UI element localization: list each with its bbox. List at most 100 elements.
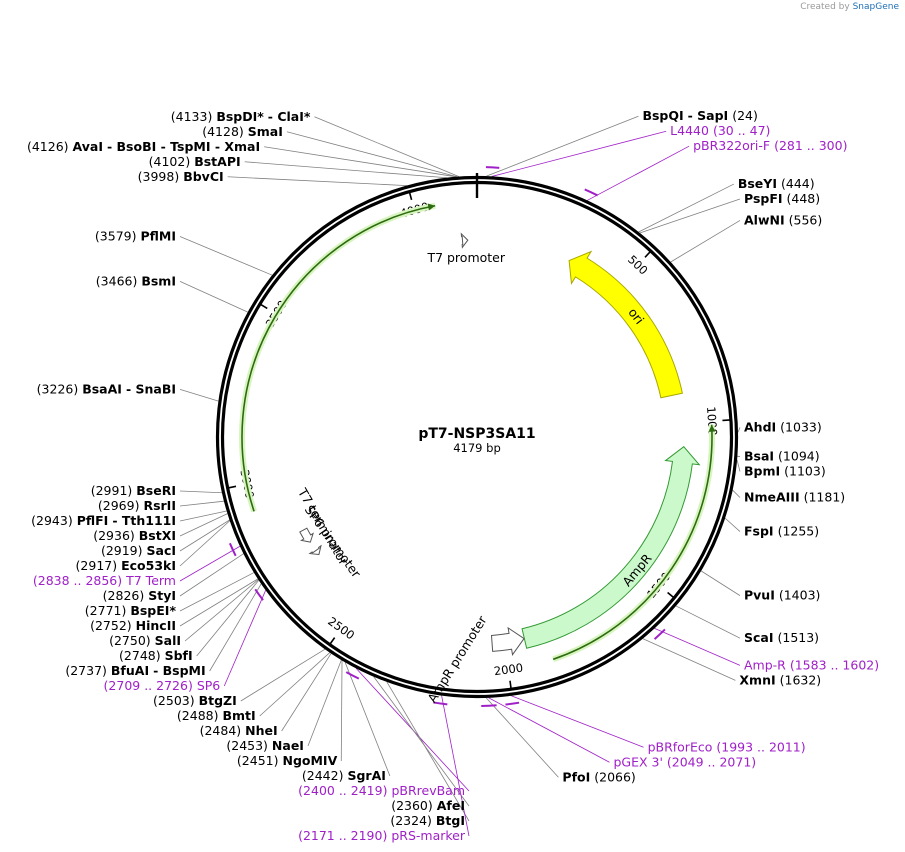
tick-mark-3500 [260,303,268,310]
site-label-name: BspEI* [130,603,176,618]
tick-label-2500: 2500 [325,614,357,642]
leader-t7-term [179,545,241,582]
feature-t7-terminator [299,527,314,543]
site-label-pos: (2442) [302,768,344,783]
leader-bsmi [179,280,248,313]
site-label-pos: (2826) [103,588,145,603]
leader-pfoi [485,697,559,778]
site-label-pos: (2936) [93,528,135,543]
primer-label-pbrforeco: pBRforEco (1993 .. 2011) [648,739,806,754]
site-label-pos: (1033) [780,419,822,434]
site-label-pfoi: PfoI (2066) [562,769,635,784]
site-label-pos: (2919) [101,543,143,558]
site-label-name: PvuI [744,588,775,603]
tick-label-2000: 2000 [493,660,524,678]
credit-prefix: Created by [800,2,850,12]
site-label-name: BsaAI [82,381,122,396]
primer-label-t7-term: (2838 .. 2856) T7 Term [33,573,176,588]
leader-pbrforeco [511,695,644,748]
primer-label-pgex-3-: pGEX 3' (2049 .. 2071) [613,754,756,769]
site-label-pos: (2503) [153,693,195,708]
site-label-pos: (1583 .. 1602) [790,657,879,672]
site-label-name: pBRforEco [648,739,713,754]
site-label-ngomiv: (2451) NgoMIV [237,753,338,768]
leader-fspi [724,517,741,532]
primer-label-l4440: L4440 (30 .. 47) [670,123,770,138]
site-label-pos: (2737) [65,663,107,678]
site-label-alwni: AlwNI (556) [744,212,822,227]
site-label-pos: (3579) [95,228,137,243]
snapgene-logo: SnapGene [852,2,899,12]
primer-label-prs-marker: (2171 .. 2190) pRS-marker [298,828,466,843]
site-label-bspqi: BspQI - SapI (24) [642,108,757,123]
site-label-extra: - BsoBI - TspMI - XmaI [107,139,260,154]
site-label-pos: (4102) [149,154,191,169]
site-label-bstxi: (2936) BstXI [93,528,176,543]
site-label-pos: (2943) [31,513,73,528]
tick-mark-2500 [329,637,336,645]
site-label-pos: (2451) [237,753,279,768]
site-label-hincii: (2752) HincII [90,618,176,633]
site-label-name: Amp-R [744,657,786,672]
site-label-name: BmtI [222,708,255,723]
leader-bmti [259,652,331,717]
site-label-sbfi: (2748) SbfI [119,648,193,663]
site-label-name: BseRI [136,483,176,498]
leader-bpmi [736,459,741,472]
feature-t7-promoter [460,232,469,249]
leader-pvui [700,570,741,596]
site-label-naei: (2453) NaeI [226,738,304,753]
leader-bspdi- [314,116,460,177]
leader-bstxi [179,513,228,537]
leader-bstapi [244,161,447,179]
tick-mark-2000 [509,680,512,689]
site-label-name: PfoI [562,769,590,784]
leader-bseyi [638,183,735,233]
site-label-pos: (2771) [85,603,127,618]
feature-ampr [521,446,701,649]
snapgene-credit: Created by SnapGene [800,2,899,12]
site-label-bsaai: (3226) BsaAI - SnaBI [37,381,176,396]
primer-label-pbr322ori-f: pBR322ori-F (281 .. 300) [693,138,847,153]
site-label-nmeaiii: NmeAIII (1181) [744,489,845,504]
site-label-bseri: (2991) BseRI [91,483,176,498]
site-label-pos: (2917) [76,558,118,573]
leader-sgrai [344,662,391,777]
site-label-pos: (2360) [391,798,433,813]
tick-label-1000: 1000 [704,406,720,436]
site-label-pos: (3998) [138,169,180,184]
feature-label-t7-promoter: T7 promoter [426,250,505,265]
site-label-pos: (1255) [778,524,820,539]
orf-line-1 [241,204,436,512]
site-label-bmti: (2488) BmtI [177,708,256,723]
site-label-pos: (2453) [226,738,268,753]
tick-mark-4000 [408,191,413,201]
site-label-pos: (4128) [202,124,244,139]
leader-btgi [386,681,470,822]
site-label-name: BstAPI [194,154,240,169]
leader-pspfi [639,198,741,234]
feature-sp6-promoter [308,544,322,556]
site-label-name: HincII [136,618,176,633]
leader-bseri [179,490,223,494]
leader-sp6 [223,590,267,687]
site-label-name: PflFI [77,513,109,528]
site-label-pos: (1103) [784,463,826,478]
orf-line-0 [552,424,713,661]
site-label-name: SacI [147,543,177,558]
site-label-pvui: PvuI (1403) [744,588,820,603]
site-label-name: ScaI [744,630,774,645]
site-label-rsrii: (2969) RsrII [98,498,176,513]
leader-xmni [642,638,736,681]
site-label-pos: (2748) [119,648,161,663]
site-label-pos: (4133) [171,109,213,124]
site-label-pos: (281 .. 300) [774,138,847,153]
leader-rsrii [179,500,225,507]
site-label-bsmi: (3466) BsmI [96,273,176,288]
feature-ampr-promoter [490,626,525,657]
orf-arrowhead-0 [708,424,716,432]
site-label-name: BsaI [744,448,774,463]
site-label-name: BfuAI [111,663,149,678]
site-label-name: BsmI [141,273,176,288]
leader-avai [264,146,457,178]
